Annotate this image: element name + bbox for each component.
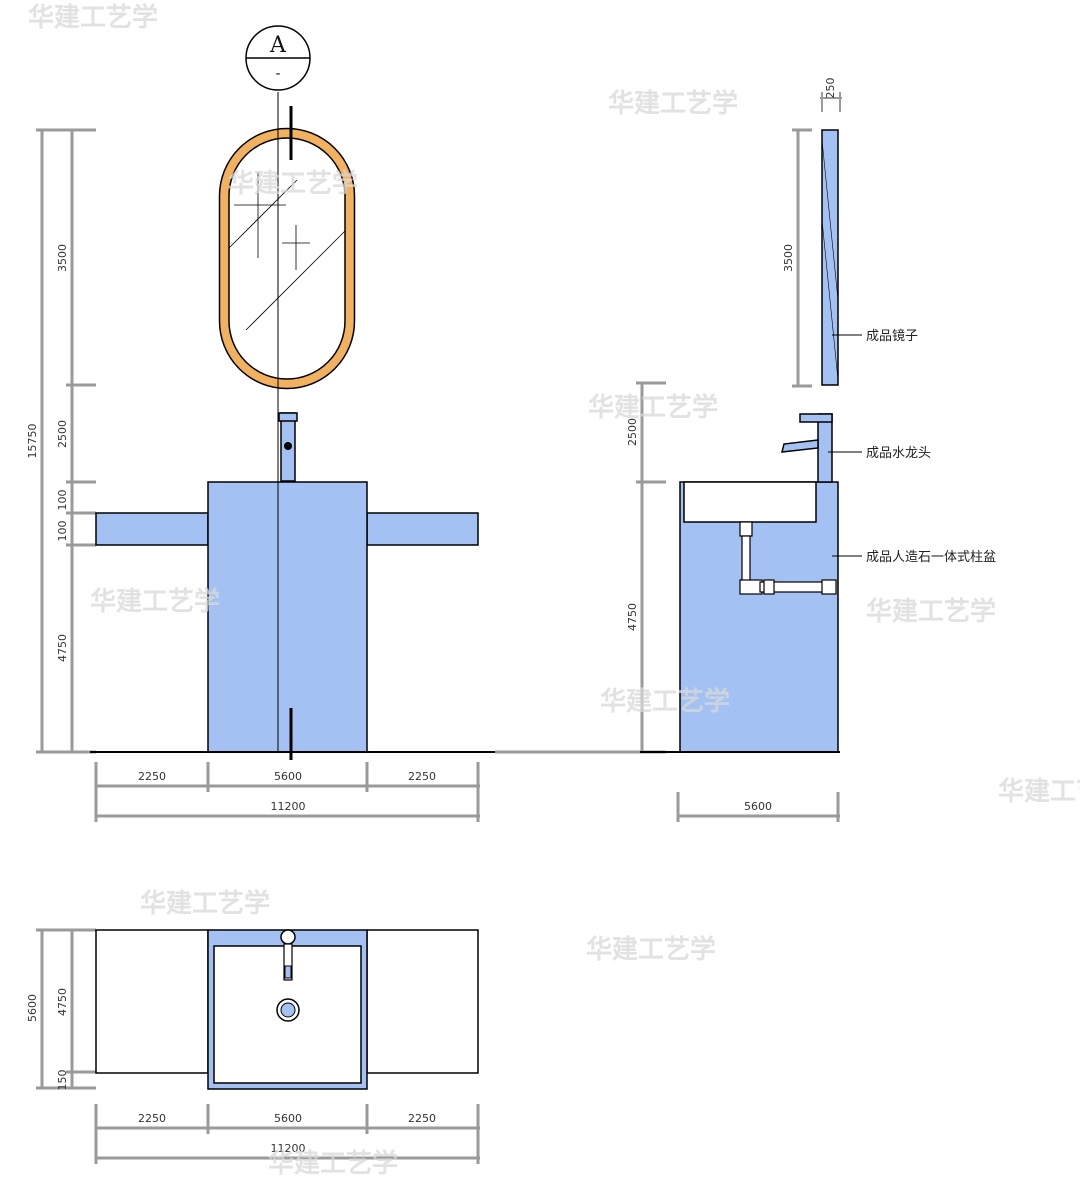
plan-faucet-tip: [284, 965, 292, 979]
plan-hdim-total: 11200: [271, 1142, 306, 1155]
front-hdim-1: 2250: [138, 770, 166, 783]
front-vdim-1: 3500: [56, 244, 69, 272]
front-horizontal-dimensions: [94, 762, 480, 822]
pedestal-basin: [207, 481, 368, 753]
plan-vdim-2: 150: [56, 1070, 69, 1091]
front-hdim-2: 5600: [274, 770, 302, 783]
side-elevation: 250 3500 2500 4750: [626, 78, 996, 822]
side-mirror: [821, 129, 839, 386]
watermark: 华建工艺学: [228, 168, 358, 199]
left-shelf: [95, 512, 209, 546]
plan-vertical-dimensions: [36, 928, 96, 1090]
watermark: 华建工艺学: [586, 934, 716, 965]
round-mirror-frame-outline-outer: [218, 127, 356, 390]
plan-drain-inner: [280, 1002, 296, 1018]
watermark: 华建工艺学: [998, 776, 1080, 807]
plan-faucet-spout: [283, 943, 293, 981]
label-faucet: 成品水龙头: [866, 446, 931, 461]
mirror-hatch: [228, 179, 346, 331]
plan-hdim-2: 5600: [274, 1112, 302, 1125]
side-vdim-2: 2500: [626, 418, 639, 446]
watermark: 华建工艺学: [866, 596, 996, 627]
front-vdim-total: 15750: [26, 424, 39, 459]
side-faucet-handle: [799, 413, 833, 423]
label-basin: 成品人造石一体式柱盆: [866, 550, 996, 565]
front-vdim-5: 4750: [56, 634, 69, 662]
label-mirror: 成品镜子: [866, 329, 918, 344]
watermark: 华建工艺学: [588, 392, 718, 423]
watermark: 华建工艺学: [140, 888, 270, 919]
plan-hdim-3: 2250: [408, 1112, 436, 1125]
watermarks: 华建工艺学 华建工艺学 华建工艺学 华建工艺学 华建工艺学 华建工艺学 华建工艺…: [28, 2, 1080, 1179]
right-shelf: [366, 512, 479, 546]
plan-right-shelf: [366, 929, 479, 1074]
side-horizontal-dimension: [676, 792, 840, 822]
watermark: 华建工艺学: [608, 88, 738, 119]
watermark: 华建工艺学: [600, 686, 730, 717]
side-basin-bowl: [683, 481, 817, 523]
side-pedestal-body: [679, 481, 839, 753]
plan-faucet-base: [280, 929, 296, 945]
front-vertical-dimensions: [36, 128, 96, 754]
side-top-dimension: [820, 92, 842, 112]
mirror-center-mark: [234, 172, 310, 270]
round-mirror-frame: [219, 128, 355, 389]
section-marker-letter: A: [269, 33, 287, 58]
watermark: 华建工艺学: [268, 1148, 398, 1179]
side-vertical-dimensions: [636, 128, 812, 754]
side-hdim: 5600: [744, 800, 772, 813]
front-vdim-4: 100: [56, 521, 69, 542]
front-hdim-3: 2250: [408, 770, 436, 783]
plan-left-shelf: [95, 929, 209, 1074]
side-faucet-column: [817, 413, 833, 483]
plan-vdim-total: 5600: [26, 994, 39, 1022]
watermark: 华建工艺学: [90, 586, 220, 617]
front-vdim-3: 100: [56, 490, 69, 511]
side-top-dim: 250: [824, 78, 837, 99]
watermark: 华建工艺学: [28, 2, 158, 33]
side-faucet-spout: [781, 439, 819, 453]
drain-pipe: [739, 521, 837, 595]
side-leader-lines: [828, 334, 862, 557]
section-marker-sub: -: [275, 66, 280, 82]
plan-vdim-1: 4750: [56, 988, 69, 1016]
front-hdim-total: 11200: [271, 800, 306, 813]
front-elevation: 3500 2500 100 100 4750 15750: [26, 25, 640, 822]
front-vdim-2: 2500: [56, 420, 69, 448]
side-vdim-3: 4750: [626, 603, 639, 631]
plan-hdim-1: 2250: [138, 1112, 166, 1125]
front-faucet-outlet: [284, 442, 292, 450]
side-mirror-hatch: [821, 139, 839, 381]
front-faucet-handle: [278, 412, 298, 422]
plan-view: 4750 150 5600 2250 5600 2250 11200: [26, 928, 480, 1164]
plan-horizontal-dimensions: [94, 1104, 480, 1164]
side-vdim-1: 3500: [782, 244, 795, 272]
